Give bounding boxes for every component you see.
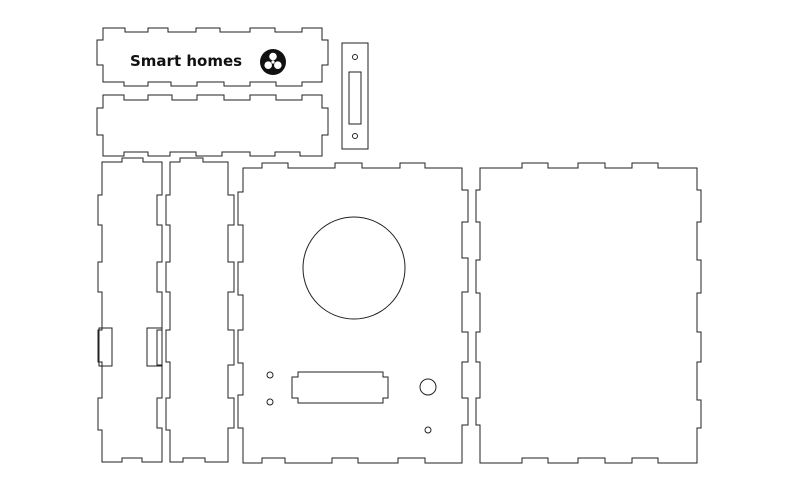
display-cutout bbox=[291, 371, 389, 404]
front-panel-outline bbox=[237, 162, 469, 464]
top-label-panel-outline bbox=[96, 27, 329, 87]
left-side-panel-outline bbox=[97, 157, 163, 463]
small-slot-strip-outline bbox=[341, 42, 369, 150]
strip-slot bbox=[348, 71, 362, 125]
strip-hole-bottom bbox=[352, 133, 358, 139]
front-panel bbox=[237, 162, 469, 464]
left-side-notch bbox=[98, 327, 113, 367]
top-label-panel: Smart homes bbox=[96, 27, 329, 87]
back-panel-outline bbox=[475, 162, 702, 464]
screw-hole-2 bbox=[266, 398, 274, 406]
button-hole bbox=[419, 378, 437, 396]
small-slot-strip bbox=[341, 42, 369, 150]
strip-hole-top bbox=[352, 54, 358, 60]
left-side-notch-right bbox=[146, 327, 163, 367]
screw-hole-1 bbox=[266, 371, 274, 379]
left-side-panel bbox=[97, 157, 163, 463]
bottom-long-panel-outline bbox=[96, 94, 329, 157]
back-panel bbox=[475, 162, 702, 464]
bottom-long-panel bbox=[96, 94, 329, 157]
right-side-panel bbox=[165, 157, 235, 463]
screw-hole-3 bbox=[424, 426, 432, 434]
round-opening bbox=[302, 216, 406, 320]
three-circle-logo-icon bbox=[260, 49, 286, 75]
right-side-panel-outline bbox=[165, 157, 235, 463]
label-text: Smart homes bbox=[130, 52, 242, 70]
